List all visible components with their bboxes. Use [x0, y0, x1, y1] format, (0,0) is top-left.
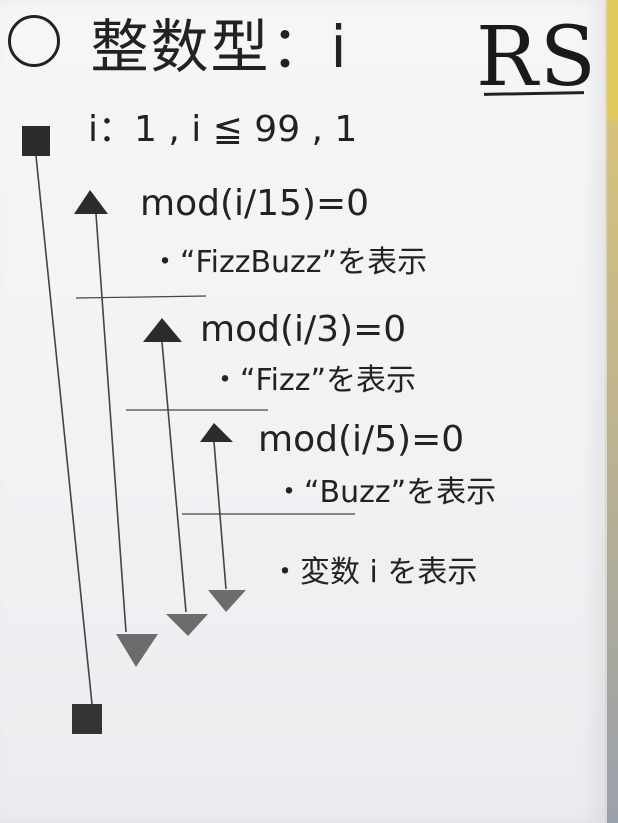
- if1-condition: mod(i/15)=0: [140, 183, 370, 224]
- title-text: 整数型：i: [90, 12, 349, 81]
- if1-line: [95, 213, 127, 633]
- if2-line: [161, 341, 187, 613]
- if1-action: ・“FizzBuzz”を表示: [150, 245, 428, 280]
- if2-condition: mod(i/3)=0: [200, 309, 407, 350]
- if1-separator: [75, 295, 207, 299]
- if3-line: [213, 441, 227, 590]
- if2-action: ・“Fizz”を表示: [210, 363, 416, 398]
- if1-down-triangle-icon: [116, 634, 158, 667]
- default-action: ・変数 i を表示: [270, 555, 478, 590]
- if3-down-triangle-icon: [208, 590, 246, 612]
- author-initials: RS: [476, 10, 598, 105]
- if2-up-triangle-icon: [143, 318, 182, 342]
- if2-down-triangle-icon: [166, 614, 208, 636]
- loop-spec: i：1 , i ≦ 99 , 1: [88, 109, 358, 150]
- if3-action: ・“Buzz”を表示: [274, 475, 497, 510]
- flowchart-lines: [22, 126, 355, 734]
- page-title: 整数型：i: [8, 14, 349, 76]
- if3-up-triangle-icon: [200, 423, 233, 442]
- if3-condition: mod(i/5)=0: [258, 419, 465, 460]
- if1-up-triangle-icon: [74, 190, 108, 214]
- loop-line: [35, 155, 93, 705]
- circle-icon: [8, 14, 60, 67]
- loop-end-square-icon: [72, 704, 102, 734]
- loop-start-square-icon: [22, 126, 50, 156]
